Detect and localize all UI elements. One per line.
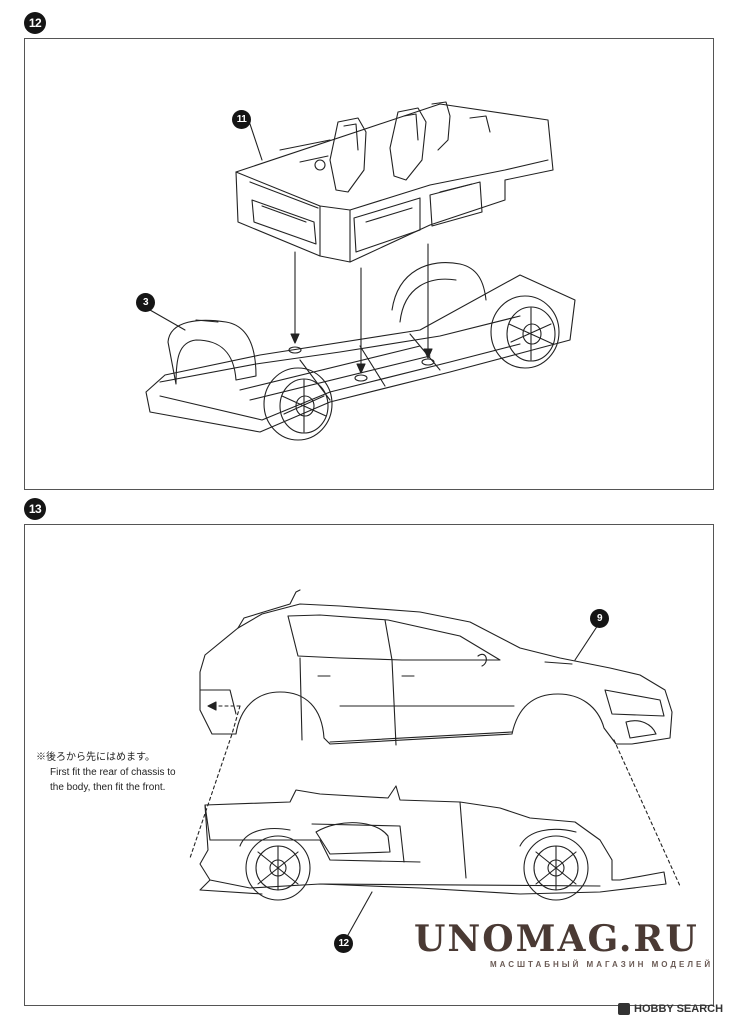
part-9-callout: 9 [590, 609, 609, 628]
part-number: 9 [596, 613, 603, 624]
site-tagline: МАСШТАБНЫЙ МАГАЗИН МОДЕЛЕЙ [490, 960, 714, 969]
part-12-callout: 12 [334, 934, 353, 953]
step-12-panel [24, 38, 714, 490]
interior-tub-drawing [235, 101, 554, 263]
part-11-callout: 11 [232, 110, 251, 129]
note-japanese: ※後ろから先にはめます。 [36, 752, 155, 763]
chassis-drawing [145, 262, 576, 441]
step-13-panel [24, 524, 714, 1006]
part-number: 3 [142, 297, 149, 308]
part-3-callout: 3 [136, 293, 155, 312]
note-english-line2: the body, then fit the front. [50, 782, 166, 793]
assembly-note: ※後ろから先にはめます。 First fit the rear of chass… [36, 750, 176, 795]
note-english-line1: First fit the rear of chassis to [50, 767, 176, 778]
leader-lines [347, 624, 599, 936]
step-number-badge: 12 [24, 12, 46, 34]
watermark-text: HOBBY SEARCH [634, 1003, 724, 1015]
hobby-search-watermark: HOBBY SEARCH [618, 1003, 723, 1015]
step-number: 12 [28, 16, 42, 30]
part-number: 12 [338, 938, 349, 949]
insertion-arrows [149, 123, 433, 374]
site-logo: UNOMAG.RU [414, 918, 699, 960]
assembled-chassis-drawing [199, 785, 667, 901]
car-body-drawing [189, 589, 681, 887]
part-number: 11 [236, 114, 247, 125]
watermark-logo-icon [618, 1003, 630, 1015]
step-number-badge: 13 [24, 498, 46, 520]
step-number: 13 [28, 502, 42, 516]
